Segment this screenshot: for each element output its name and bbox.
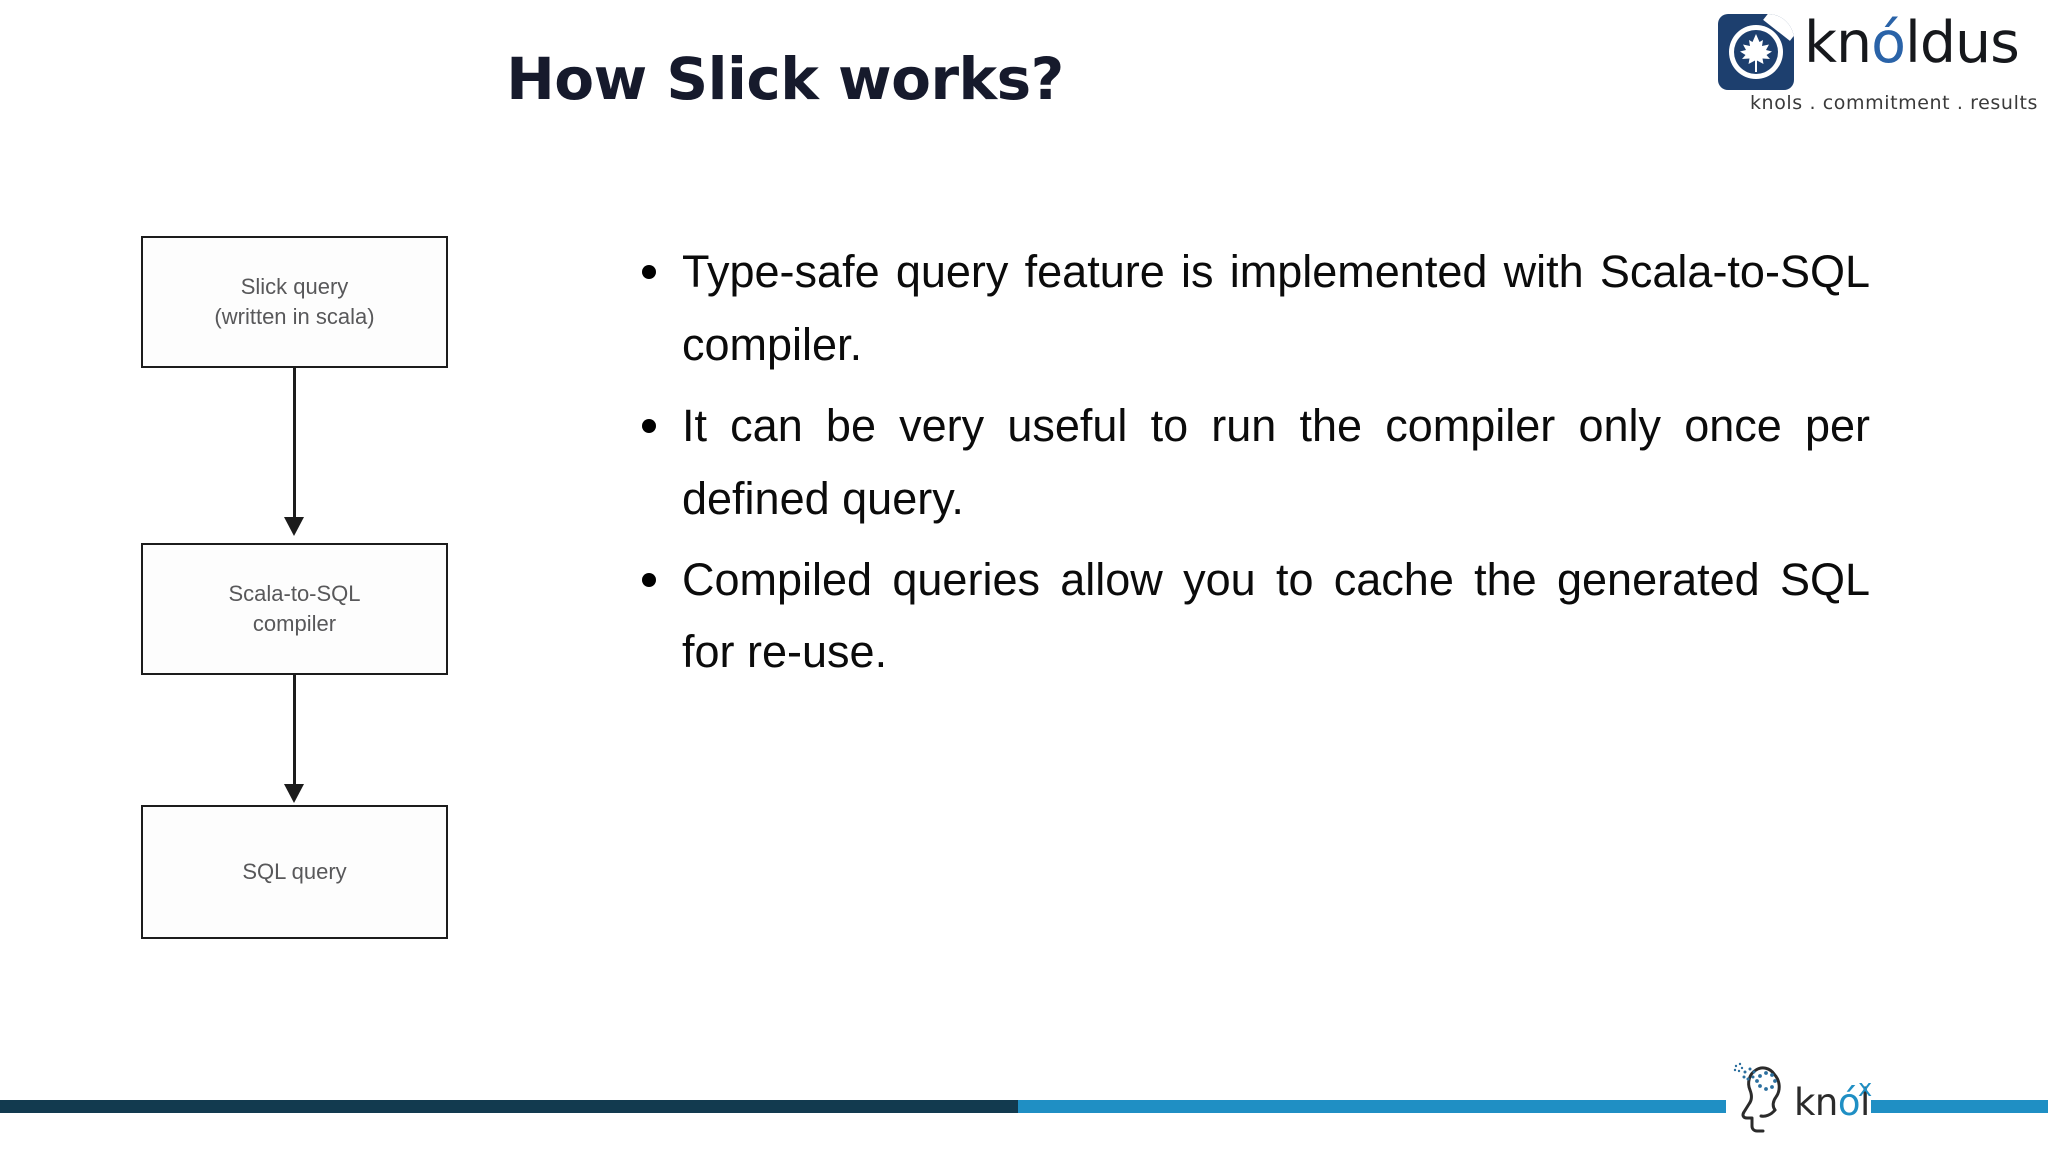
flow-box-sql-query: SQL query [141, 805, 448, 939]
thinking-head-icon [1733, 1062, 1781, 1133]
slick-flow-diagram: Slick query (written in scala) Scala-to-… [141, 236, 461, 946]
knoldus-wordmark: knóldus [1804, 15, 2020, 72]
list-item: It can be very useful to run the compile… [630, 390, 1870, 536]
bullet-dot-icon [642, 572, 656, 587]
bullet-text: Type-safe query feature is implemented w… [682, 246, 1870, 370]
bullet-dot-icon [642, 265, 656, 279]
bullet-text: Compiled queries allow you to cache the … [682, 553, 1870, 678]
knoldus-mark-icon [1718, 14, 1794, 90]
flow-arrow-down-1 [284, 368, 304, 536]
bullet-text: It can be very useful to run the compile… [682, 399, 1870, 524]
footer-bar-blue [1018, 1100, 2048, 1113]
knoldus-logo: knóldus knols . commitment . results [1718, 12, 2038, 124]
bullet-dot-icon [642, 418, 656, 433]
knolx-wordmark: knól [1794, 1084, 1870, 1121]
list-item: Type-safe query feature is implemented w… [630, 236, 1870, 382]
knoldus-wordmark-prefix: kn [1804, 10, 1872, 76]
knoldus-wordmark-suffix: ldus [1905, 10, 2020, 76]
flow-box-3-line1: SQL query [242, 859, 347, 885]
flow-box-2-line2: compiler [252, 611, 337, 636]
arrowhead-icon [284, 784, 304, 803]
arrowhead-icon [284, 517, 304, 536]
knoldus-tagline: knols . commitment . results [1749, 92, 2038, 114]
list-item: Compiled queries allow you to cache the … [630, 544, 1870, 690]
page-title: How Slick works? [506, 45, 1064, 113]
flow-box-slick-query: Slick query (written in scala) [141, 236, 448, 368]
flow-arrow-down-2 [284, 675, 304, 803]
knolx-logo: knól x [1730, 1062, 1880, 1140]
footer-bar-dark [0, 1100, 1018, 1113]
flow-box-scala-to-sql-compiler: Scala-to-SQL compiler [141, 543, 448, 675]
bullet-list: Type-safe query feature is implemented w… [630, 236, 1870, 689]
flow-box-1-line1: Slick query [240, 274, 349, 300]
flow-box-1-line2: (written in scala) [214, 304, 375, 329]
knolx-wordmark-suffix: l [1860, 1081, 1870, 1124]
maple-leaf-icon [1740, 34, 1772, 72]
flow-box-2-line1: Scala-to-SQL [228, 581, 361, 607]
knolx-wordmark-accent: ó [1837, 1081, 1861, 1124]
knolx-wordmark-prefix: kn [1794, 1081, 1838, 1124]
knoldus-wordmark-accent: ó [1871, 10, 1906, 76]
knolx-superscript: x [1858, 1074, 1873, 1102]
